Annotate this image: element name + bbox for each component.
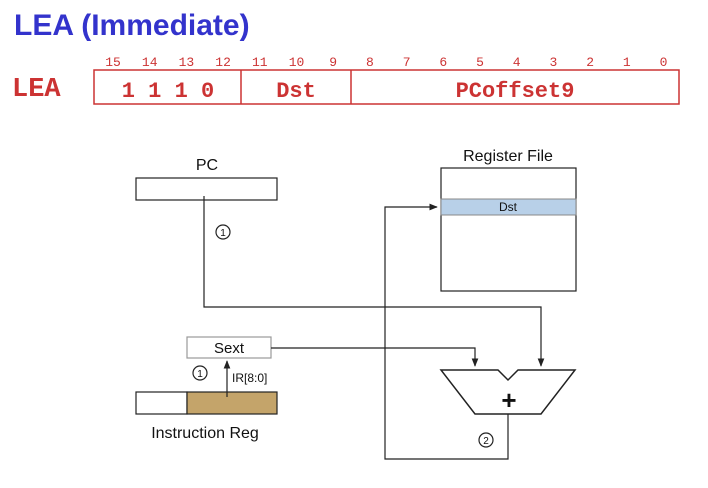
- register-file: [440, 167, 577, 292]
- bit-number: 6: [439, 55, 447, 70]
- encoding-frame: [93, 69, 680, 105]
- bit-number: 2: [586, 55, 594, 70]
- pc-to-adder-wire: [203, 196, 545, 367]
- step-marker: [478, 432, 494, 448]
- instruction-encoding: 1 1 1 0 Dst PCoffset9: [93, 69, 680, 105]
- bit-number: 5: [476, 55, 484, 70]
- step-marker-label: 2: [483, 436, 489, 447]
- pc-register: [135, 177, 278, 201]
- ir-upper-bits: [135, 391, 188, 415]
- bit-number: 11: [252, 55, 268, 70]
- register-file-label: Register File: [463, 148, 553, 165]
- bit-number: 13: [179, 55, 195, 70]
- ir-bits-label: IR[8:0]: [232, 371, 267, 385]
- dst-row-label: Dst: [499, 200, 518, 214]
- bit-number: 12: [215, 55, 231, 70]
- bit-number: 10: [289, 55, 305, 70]
- dst-register-row: [440, 198, 577, 216]
- sext-to-adder-wire: [271, 347, 479, 367]
- opcode-field: 1 1 1 0: [122, 79, 214, 104]
- pc-label: PC: [196, 157, 218, 174]
- ir-offset-field: [186, 391, 278, 415]
- instruction-reg-label: Instruction Reg: [151, 425, 259, 442]
- step-marker-label: 1: [220, 228, 226, 239]
- step-marker-label: 1: [197, 369, 203, 380]
- sext-label: Sext: [214, 340, 245, 357]
- step-marker: [215, 224, 231, 240]
- bit-number: 0: [660, 55, 668, 70]
- pcoffset9-field: PCoffset9: [456, 79, 575, 104]
- opcode-name-label: LEA: [12, 75, 61, 105]
- bit-number: 7: [403, 55, 411, 70]
- adder-symbol: +: [501, 385, 516, 415]
- bit-number: 3: [549, 55, 557, 70]
- bit-number: 4: [513, 55, 521, 70]
- bit-number: 15: [105, 55, 121, 70]
- adder-to-dst-wire: [384, 203, 509, 460]
- step-marker: [192, 365, 208, 381]
- bit-number: 9: [329, 55, 337, 70]
- adder: [439, 369, 577, 415]
- bit-number: 8: [366, 55, 374, 70]
- bit-number: 14: [142, 55, 158, 70]
- dst-field: Dst: [276, 79, 316, 104]
- bit-number: 1: [623, 55, 631, 70]
- page-title: LEA (Immediate): [14, 9, 250, 42]
